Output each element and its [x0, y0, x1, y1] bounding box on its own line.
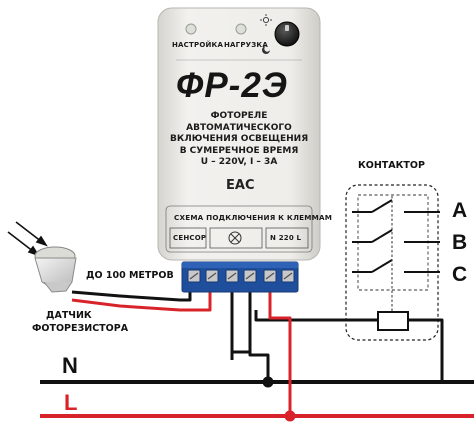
device-wiring [71, 290, 444, 416]
sun-icon [260, 14, 272, 26]
contactor-switches [352, 199, 440, 273]
description-line: В СУМЕРЕЧНОЕ ВРЕМЯ [179, 145, 299, 156]
sensitivity-knob[interactable] [274, 21, 300, 47]
photorelay-device [157, 7, 321, 261]
sensor-label-line1: ДАТЧИК [46, 310, 92, 321]
neutral-junction [262, 376, 274, 388]
cable-length-label: ДО 100 МЕТРОВ [86, 270, 174, 281]
contactor-housing [345, 184, 439, 341]
setup-led-label: НАСТРОЙКА [172, 41, 224, 49]
contactor-coil [377, 311, 409, 331]
description-line: ВКЛЮЧЕНИЯ ОСВЕЩЕНИЯ [170, 134, 309, 144]
terminal-sensor-label: СЕНСОР [173, 234, 207, 242]
setup-led [185, 23, 197, 35]
terminal-power-label: N 220 L [270, 234, 302, 242]
description-line: U – 220V, I – 3A [200, 157, 278, 167]
terminal-block [181, 261, 299, 293]
terminal-scheme-label: СХЕМА ПОДКЛЮЧЕНИЯ К КЛЕММАМ [174, 213, 333, 222]
description-line: ФОТОРЕЛЕ [210, 111, 268, 121]
device-description: ФОТОРЕЛЕ АВТОМАТИЧЕСКОГО ВКЛЮЧЕНИЯ ОСВЕЩ… [170, 111, 308, 169]
description-line: АВТОМАТИЧЕСКОГО [186, 122, 292, 133]
line-rail-label: L [64, 390, 78, 415]
load-led-label: НАГРУЗКА [224, 41, 268, 49]
sensor-label-line2: ФОТОРЕЗИСТОРА [32, 323, 129, 334]
photoresistor-sensor [34, 246, 77, 293]
eac-mark: EAC [226, 178, 255, 193]
phase-label-a: A [452, 199, 468, 222]
moon-icon [262, 46, 270, 54]
contactor-label: КОНТАКТОР [358, 160, 425, 171]
lamp-icon [228, 231, 242, 245]
device-title: ФР-2Э [176, 66, 288, 105]
phase-label-c: C [452, 263, 468, 286]
load-led [235, 23, 247, 35]
neutral-rail-label: N [62, 353, 78, 378]
line-junction [284, 410, 296, 422]
phase-label-b: B [452, 231, 468, 254]
